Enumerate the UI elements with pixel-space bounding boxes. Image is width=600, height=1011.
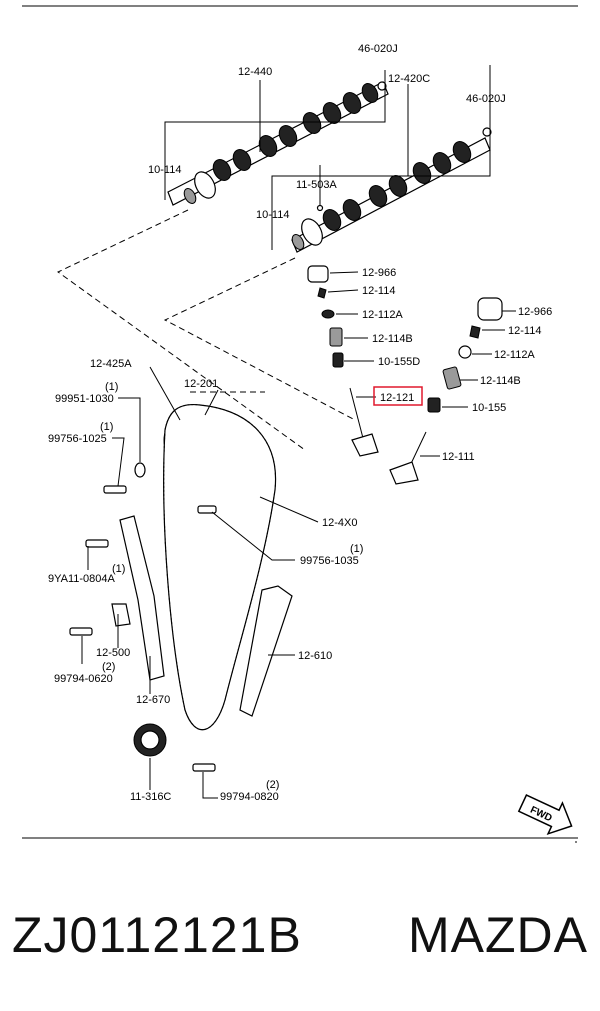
valve-leaders bbox=[327, 271, 516, 457]
camshaft-intake bbox=[291, 127, 492, 253]
bolts bbox=[69, 462, 217, 772]
label-12-425a: 12-425A bbox=[90, 358, 132, 370]
label-99951-1030: 99951-1030 bbox=[55, 393, 114, 405]
label-12-440: 12-440 bbox=[238, 66, 272, 78]
label-12-966-b: 12-966 bbox=[518, 306, 552, 318]
chain-tensioner-arm bbox=[239, 585, 293, 717]
label-12-114-a: 12-114 bbox=[362, 285, 395, 297]
dash-guide-2 bbox=[163, 257, 356, 421]
qty-99756-1025: (1) bbox=[100, 421, 113, 433]
brand-name: MAZDA bbox=[408, 907, 588, 963]
label-12-670: 12-670 bbox=[136, 694, 170, 706]
dash-guide-1 bbox=[57, 209, 306, 451]
fwd-arrow-icon: FWD bbox=[517, 794, 573, 836]
highlight-box bbox=[373, 386, 423, 406]
label-12-4x0: 12-4X0 bbox=[322, 517, 357, 529]
leader-12-440 bbox=[164, 70, 386, 200]
label-10-114-b: 10-114 bbox=[256, 209, 289, 221]
dowel-pin bbox=[316, 204, 324, 212]
valve-train-left bbox=[307, 265, 379, 457]
label-12-112a-a: 12-112A bbox=[362, 309, 403, 321]
label-12-966-a: 12-966 bbox=[362, 267, 396, 279]
part-number: ZJ0112121B bbox=[12, 907, 302, 963]
label-12-114b-b: 12-114B bbox=[480, 375, 521, 387]
label-46-020j-a: 46-020J bbox=[358, 43, 398, 55]
label-12-500: 12-500 bbox=[96, 647, 130, 659]
label-12-201: 12-201 bbox=[184, 378, 218, 390]
label-99756-1035: 99756-1035 bbox=[300, 555, 359, 567]
qty-99794-0620: (2) bbox=[102, 661, 115, 673]
label-12-114b-a: 12-114B bbox=[372, 333, 413, 345]
label-12-114-b: 12-114 bbox=[508, 325, 541, 337]
label-10-155d: 10-155D bbox=[378, 356, 420, 368]
parts-diagram: 46-020J 12-440 12-420C 46-020J 10-114 11… bbox=[22, 5, 578, 843]
label-9ya11-0804a: 9YA11-0804A bbox=[48, 573, 116, 585]
label-10-155: 10-155 bbox=[472, 402, 506, 414]
crank-sprocket bbox=[133, 723, 167, 757]
qty-99951-1030: (1) bbox=[105, 381, 118, 393]
label-12-610: 12-610 bbox=[298, 650, 332, 662]
label-12-112a-b: 12-112A bbox=[494, 349, 535, 361]
label-10-114-a: 10-114 bbox=[148, 164, 181, 176]
leader-12-420c bbox=[271, 65, 491, 250]
label-46-020j-b: 46-020J bbox=[466, 93, 506, 105]
camshaft-exhaust bbox=[167, 81, 389, 206]
label-11-316c: 11-316C bbox=[130, 791, 171, 803]
label-99794-0620: 99794-0620 bbox=[54, 673, 113, 685]
chain-tensioner bbox=[111, 603, 131, 627]
qty-9ya11-0804a: (1) bbox=[112, 563, 125, 575]
chain-guide-left bbox=[119, 515, 165, 681]
label-11-503a: 11-503A bbox=[296, 179, 337, 191]
label-12-111: 12-111 bbox=[442, 451, 475, 463]
qty-99756-1035: (1) bbox=[350, 543, 363, 555]
lower-leaders bbox=[81, 366, 319, 799]
valve-train-right bbox=[389, 297, 503, 485]
qty-99794-0820: (2) bbox=[266, 779, 279, 791]
label-99794-0820: 99794-0820 bbox=[220, 791, 279, 803]
label-99756-1025: 99756-1025 bbox=[48, 433, 107, 445]
footer: ZJ0112121B MAZDA bbox=[0, 890, 600, 980]
label-12-420c: 12-420C bbox=[388, 73, 430, 85]
label-12-121: 12-121 bbox=[380, 392, 414, 404]
callouts: 46-020J 12-440 12-420C 46-020J 10-114 11… bbox=[48, 43, 552, 803]
